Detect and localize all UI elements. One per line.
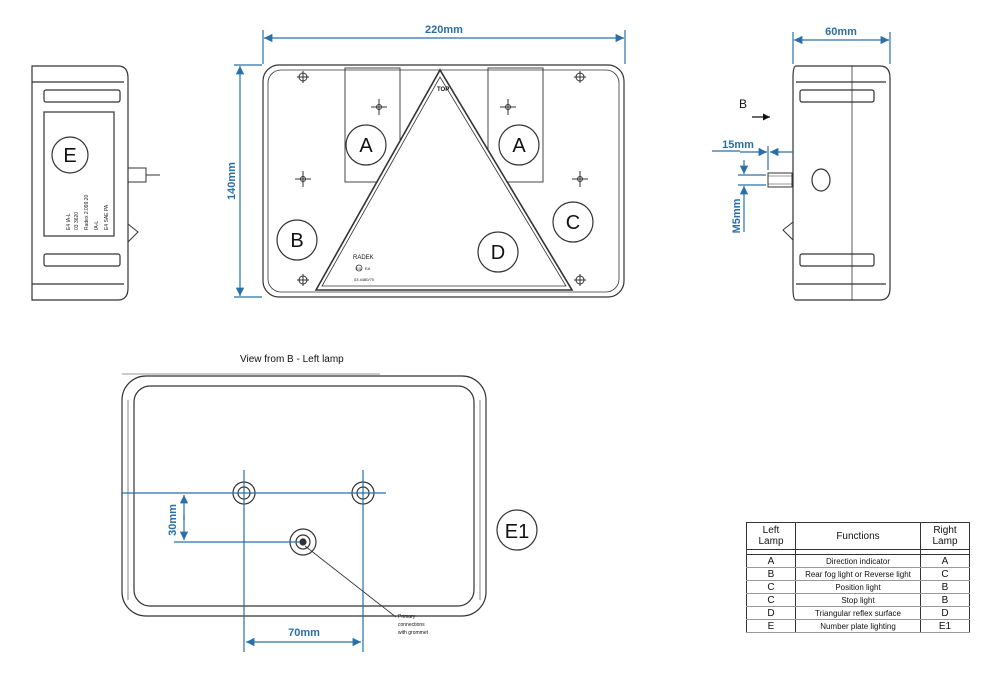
legend-spacer-row [746, 549, 970, 555]
triangle-top-label: TOP [437, 87, 449, 93]
view-b-label: B [739, 97, 747, 111]
zone-a-right-circle [498, 124, 540, 166]
grommet-note-line3: with grommet [398, 630, 429, 636]
svg-text:IA-L: IA-L [94, 221, 100, 230]
width-dimension: 220mm [425, 24, 463, 36]
front-dimension-lines [234, 30, 626, 298]
front-view [262, 64, 625, 298]
legend-row: A Direction indicator A [746, 554, 970, 568]
legend-header-row: Left Lamp Functions Right Lamp [746, 522, 970, 550]
left-side-view [31, 65, 160, 301]
right-side-dimension-lines [712, 32, 891, 232]
header-right-lamp: Right Lamp [920, 522, 970, 550]
zone-a-right-label: A [512, 135, 526, 157]
zone-d-label: D [491, 242, 505, 264]
legend-row: B Rear fog light or Reverse light C [746, 567, 970, 581]
right-side-view [767, 65, 891, 301]
header-left-lamp: Left Lamp [746, 522, 796, 550]
svg-text:E4 SAE PA: E4 SAE PA [104, 204, 110, 230]
depth-dimension: 60mm [825, 26, 857, 38]
zone-b-label: B [290, 230, 303, 252]
zone-a-left-circle [345, 124, 387, 166]
legend-row: D Triangular reflex surface D [746, 606, 970, 620]
zone-e-label: E [63, 145, 76, 167]
zone-b-circle [276, 219, 318, 261]
bolt-thread-dimension: M5mm [731, 198, 743, 233]
legend-row: C Stop light B [746, 593, 970, 607]
bolt-horizontal-dimension: 70mm [288, 627, 320, 639]
zone-a-left-label: A [359, 135, 373, 157]
small-code: 03 4480/70 [354, 277, 375, 282]
header-functions: Functions [795, 522, 921, 550]
back-view-dimension-lines [122, 470, 386, 652]
function-legend-table: Left Lamp Functions Right Lamp A Directi… [746, 522, 970, 633]
mounting-crosses [295, 99, 588, 187]
height-dimension: 140mm [226, 162, 238, 200]
brand-label: RADEK [353, 255, 374, 261]
zone-e1-label: E1 [505, 521, 529, 543]
zone-e-circle [51, 136, 89, 174]
svg-text:E4 IA-L: E4 IA-L [66, 213, 72, 230]
screw-holes [297, 71, 586, 286]
svg-text:03 3620: 03 3620 [74, 212, 80, 230]
approval-code: EA [365, 266, 371, 271]
zone-e1-circle [496, 509, 538, 551]
zone-c-circle [552, 201, 594, 243]
zone-c-label: C [566, 212, 580, 234]
legend-row: C Position light B [746, 580, 970, 594]
grommet-leader [304, 545, 393, 615]
zone-d-circle [477, 231, 519, 273]
legend-row: E Number plate lighting E1 [746, 619, 970, 633]
bolt-length-dimension: 15mm [722, 139, 754, 151]
bolt-vertical-dimension: 30mm [167, 504, 179, 536]
grommet-note-line1: Primary [398, 614, 416, 620]
svg-text:Radex 2.099.20: Radex 2.099.20 [84, 194, 90, 230]
grommet-note-line2: connections [398, 622, 425, 628]
side-label-text: E4 IA-L 03 3620 Radex 2.099.20 IA-L E4 S… [66, 194, 110, 230]
back-view-title: View from B - Left lamp [240, 354, 344, 365]
approval-mark: E4 [356, 266, 362, 271]
